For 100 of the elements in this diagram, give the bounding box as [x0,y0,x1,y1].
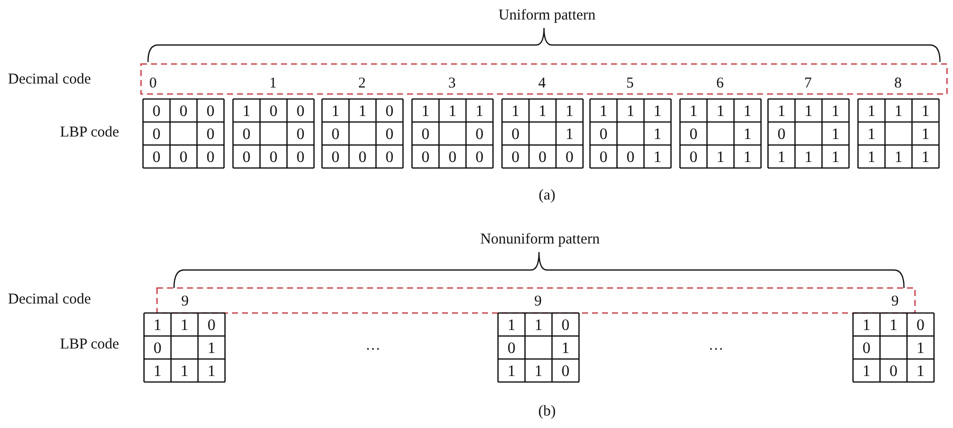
decimal-code: 6 [716,76,724,92]
cell-value: 0 [296,126,304,142]
cell-value: 1 [538,104,546,120]
cell-value: 1 [862,318,870,334]
decimal-code: 4 [538,76,546,92]
cell-value: 0 [152,104,160,120]
cell-value: 0 [332,126,340,142]
cell-value: 1 [566,104,574,120]
cell-value: 1 [894,150,902,166]
cell-value: 1 [916,364,924,380]
cell-value: 1 [832,126,840,142]
cell-value: 1 [716,150,724,166]
heading: Uniform pattern [498,8,596,24]
cell-value: 0 [512,150,520,166]
cell-value: 1 [916,340,924,356]
cell-value: 0 [562,318,570,334]
cell-value: 0 [538,150,546,166]
cell-value: 0 [296,104,304,120]
cell-value: 1 [832,150,840,166]
cell-value: 1 [512,104,520,120]
decimal-code: 3 [448,76,456,92]
cell-value: 1 [922,150,930,166]
cell-value: 1 [804,104,812,120]
cell-value: 1 [654,150,662,166]
cell-value: 1 [358,104,366,120]
cell-value: 0 [448,150,456,166]
cell-value: 0 [152,126,160,142]
cell-value: 0 [296,150,304,166]
cell-value: 1 [868,126,876,142]
decimal-code: 8 [894,76,902,92]
cell-value: 1 [332,104,340,120]
panel-label: (b) [538,404,556,420]
cell-value: 1 [562,340,570,356]
cell-value: 1 [862,364,870,380]
cell-value: 0 [512,126,520,142]
cell-value: 0 [916,318,924,334]
cell-value: 0 [358,150,366,166]
cell-value: 0 [422,150,430,166]
cell-value: 1 [422,104,430,120]
cell-value: 0 [690,126,698,142]
cell-value: 0 [180,150,188,166]
cell-value: 0 [206,150,214,166]
cell-value: 1 [922,104,930,120]
cell-value: 0 [270,150,278,166]
cell-value: 1 [476,104,484,120]
decimal-code: 9 [534,294,542,310]
decimal-code: 9 [181,294,189,310]
decimal-code: 0 [149,76,157,92]
cell-value: 1 [534,318,542,334]
decimal-code: 1 [269,76,277,92]
cell-value: 1 [626,104,634,120]
cell-value: 1 [744,104,752,120]
cell-value: 1 [508,318,516,334]
cell-value: 1 [744,150,752,166]
cell-value: 0 [890,364,898,380]
cell-value: 0 [208,318,216,334]
decimal-code: 9 [891,294,899,310]
cell-value: 0 [508,340,516,356]
cell-value: 1 [868,104,876,120]
heading: Nonuniform pattern [480,232,600,248]
cell-value: 1 [208,340,216,356]
cell-value: 0 [242,126,250,142]
cell-value: 0 [386,126,394,142]
cell-value: 1 [154,364,162,380]
cell-value: 1 [804,150,812,166]
cell-value: 0 [476,126,484,142]
cell-value: 0 [242,150,250,166]
cell-value: 1 [180,364,188,380]
cell-value: 0 [476,150,484,166]
cell-value: 1 [508,364,516,380]
cell-value: 0 [690,150,698,166]
cell-value: 0 [422,126,430,142]
cell-value: 1 [154,318,162,334]
cell-value: 1 [868,150,876,166]
cell-value: 1 [654,104,662,120]
cell-value: 0 [270,104,278,120]
cell-value: 0 [332,150,340,166]
cell-value: 1 [832,104,840,120]
cell-value: 1 [690,104,698,120]
cell-value: 0 [562,364,570,380]
cell-value: 0 [386,104,394,120]
cell-value: 1 [180,318,188,334]
cell-value: 1 [600,104,608,120]
cell-value: 0 [206,126,214,142]
cell-value: 0 [600,150,608,166]
cell-value: 0 [778,126,786,142]
cell-value: 0 [566,150,574,166]
cell-value: 1 [534,364,542,380]
cell-value: 1 [654,126,662,142]
cell-value: 0 [154,340,162,356]
panel-label: (a) [538,188,556,204]
cell-value: 1 [778,150,786,166]
cell-value: 1 [890,318,898,334]
cell-value: 1 [922,126,930,142]
cell-value: 0 [600,126,608,142]
cell-value: 1 [778,104,786,120]
cell-value: 0 [862,340,870,356]
cell-value: 1 [894,104,902,120]
cell-value: 1 [242,104,250,120]
cell-value: 0 [180,104,188,120]
